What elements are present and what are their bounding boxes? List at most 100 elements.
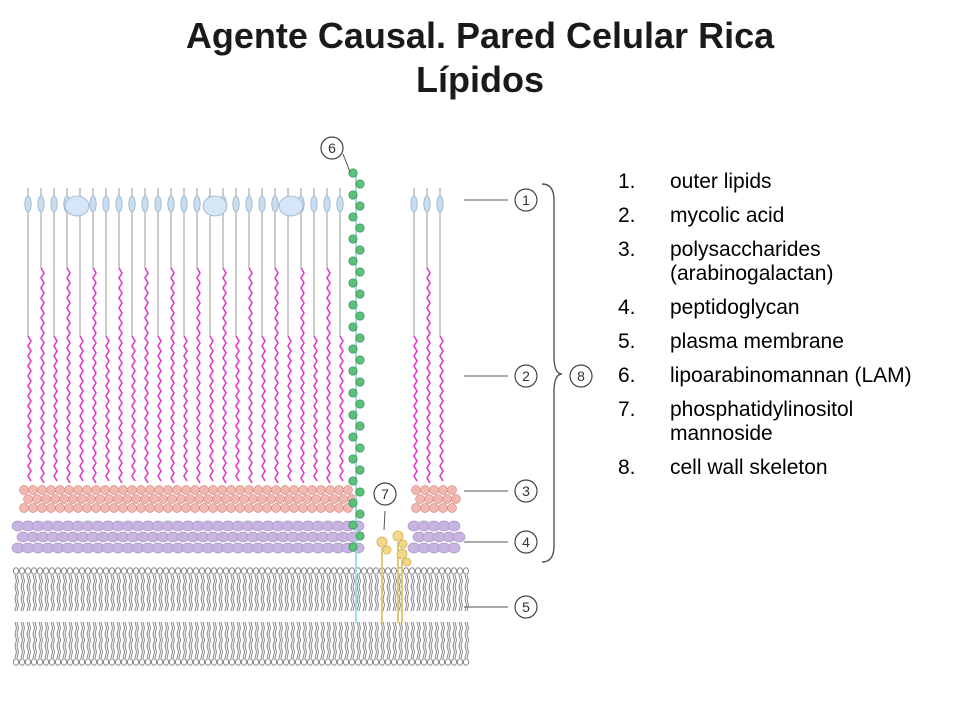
label-marker: 3 bbox=[514, 479, 538, 503]
arabinogalactan-unit bbox=[334, 503, 344, 513]
lipid-head bbox=[198, 658, 206, 666]
outer-lipid-head bbox=[336, 195, 344, 213]
lipid-tail bbox=[136, 621, 140, 659]
lipid-tail bbox=[232, 574, 236, 612]
lipid-head bbox=[216, 658, 224, 666]
lipid-tail bbox=[110, 621, 114, 659]
lipid-tail bbox=[124, 621, 128, 659]
lipid-tail bbox=[464, 574, 468, 612]
lam-bead bbox=[355, 311, 365, 321]
lipid-tail bbox=[296, 621, 300, 659]
lam-bead bbox=[348, 432, 358, 442]
lipid-tail bbox=[368, 621, 372, 659]
arabinogalactan-unit bbox=[118, 503, 128, 513]
lipid-tail bbox=[292, 574, 296, 612]
lipid-head bbox=[42, 567, 50, 575]
outer-lipid-head bbox=[115, 195, 123, 213]
arabinogalactan-unit bbox=[73, 485, 83, 495]
arabinogalactan-unit bbox=[235, 485, 245, 495]
lipid-head bbox=[30, 567, 38, 575]
lipid-head bbox=[258, 658, 266, 666]
lipid-head bbox=[204, 658, 212, 666]
lipid-tail bbox=[170, 621, 174, 659]
arabinogalactan-unit bbox=[28, 485, 38, 495]
lipid-head bbox=[264, 567, 272, 575]
lipid-tail bbox=[398, 621, 402, 659]
outer-lipid-vesicle bbox=[202, 195, 228, 217]
lipid-tail bbox=[160, 574, 164, 612]
lipid-tail bbox=[358, 574, 362, 612]
lipid-tail bbox=[436, 574, 440, 612]
lipid-head bbox=[72, 567, 80, 575]
lipid-head bbox=[246, 658, 254, 666]
lipid-tail bbox=[142, 621, 146, 659]
label-marker: 1 bbox=[514, 188, 538, 212]
legend-text: peptidoglycan bbox=[670, 296, 800, 319]
lipid-tail bbox=[68, 621, 72, 659]
outer-lipid-head bbox=[167, 195, 175, 213]
arabinogalactan-unit bbox=[82, 485, 92, 495]
lipid-tail bbox=[418, 621, 422, 659]
lipid-tail bbox=[266, 621, 270, 659]
lam-bead bbox=[348, 454, 358, 464]
lipid-head bbox=[174, 567, 182, 575]
lam-bead bbox=[355, 179, 365, 189]
lam-bead bbox=[355, 355, 365, 365]
lipid-tail bbox=[154, 574, 158, 612]
lipid-head bbox=[54, 658, 62, 666]
arabinogalactan-unit bbox=[154, 485, 164, 495]
lipid-head bbox=[60, 658, 68, 666]
pim-head bbox=[402, 557, 412, 567]
legend-item: 1.outer lipids bbox=[618, 170, 948, 194]
lipid-tail bbox=[98, 621, 102, 659]
lipid-head bbox=[324, 658, 332, 666]
arabinogalactan-unit bbox=[185, 494, 195, 504]
mycolic-acid-chain bbox=[66, 267, 71, 484]
legend-item: 6.lipoarabinomannan (LAM) bbox=[618, 364, 948, 388]
arabinogalactan-unit bbox=[181, 485, 191, 495]
lipid-tail bbox=[346, 621, 350, 659]
lipid-tail bbox=[238, 621, 242, 659]
lipid-tail bbox=[116, 574, 120, 612]
lipid-tail bbox=[188, 574, 192, 612]
lipid-tail bbox=[394, 621, 398, 659]
lipid-tail bbox=[290, 574, 294, 612]
lipid-tail bbox=[80, 621, 84, 659]
lipid-tail bbox=[112, 574, 116, 612]
lipid-tail bbox=[232, 621, 236, 659]
peptidoglycan-layer bbox=[11, 520, 466, 554]
lipid-head bbox=[66, 658, 74, 666]
arabinogalactan-unit bbox=[55, 485, 65, 495]
lipid-tail bbox=[452, 574, 456, 612]
lipid-tail bbox=[26, 574, 30, 612]
lipid-head bbox=[102, 567, 110, 575]
lipid-head bbox=[126, 658, 134, 666]
lipid-head bbox=[204, 567, 212, 575]
label-marker: 8 bbox=[569, 364, 593, 388]
lipid-head bbox=[378, 658, 386, 666]
legend-number: 5. bbox=[618, 330, 636, 353]
arabinogalactan-unit bbox=[307, 503, 317, 513]
lipid-tail bbox=[196, 621, 200, 659]
lipid-tail bbox=[322, 621, 326, 659]
arabinogalactan-unit bbox=[100, 503, 110, 513]
lipid-tail bbox=[416, 621, 420, 659]
lipid-tail bbox=[50, 574, 54, 612]
lipid-head bbox=[36, 658, 44, 666]
lipid-head bbox=[240, 658, 248, 666]
lipid-tail bbox=[424, 574, 428, 612]
lipid-tail bbox=[280, 574, 284, 612]
lipid-tail bbox=[98, 574, 102, 612]
lipid-tail bbox=[322, 574, 326, 612]
mycolic-acid-chain bbox=[235, 335, 240, 482]
lipid-head bbox=[336, 658, 344, 666]
lipid-tail bbox=[70, 574, 74, 612]
lipid-tail bbox=[316, 621, 320, 659]
lipid-tail bbox=[314, 621, 318, 659]
lipid-tail bbox=[256, 621, 260, 659]
lipid-tail bbox=[298, 621, 302, 659]
lipid-tail bbox=[398, 574, 402, 612]
outer-lipid-head bbox=[310, 195, 318, 213]
outer-lipid-head bbox=[89, 195, 97, 213]
lipid-tail bbox=[386, 574, 390, 612]
